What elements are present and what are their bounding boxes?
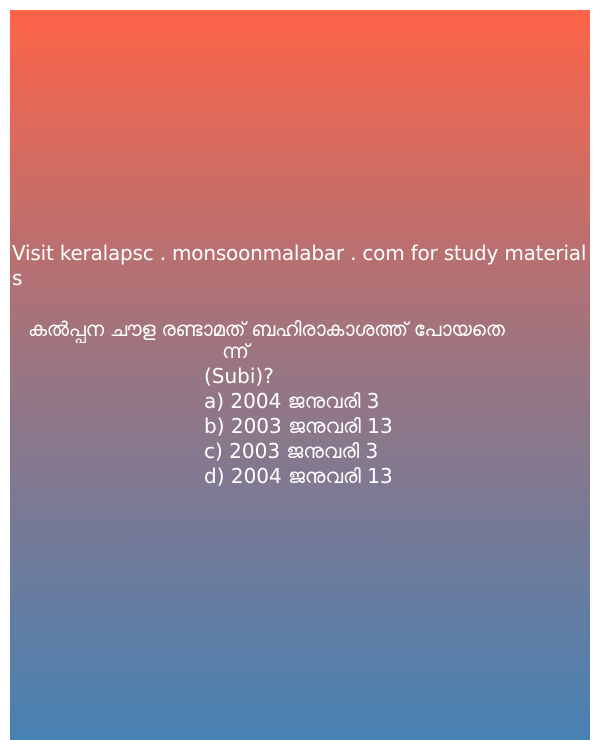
question-card: Visit keralapsc . monsoonmalabar . com f… [10, 10, 590, 740]
question-text: കൽപ്പന ചൗള രണ്ടാമത് ബഹിരാകാശത്ത് പോയതെ ന… [28, 317, 588, 363]
option-d[interactable]: d) 2004 ജനുവരി 13 [204, 464, 393, 488]
answer-block: (Subi)? a) 2004 ജനുവരി 3 b) 2003 ജനുവരി … [204, 364, 393, 489]
option-a[interactable]: a) 2004 ജനുവരി 3 [204, 389, 380, 413]
question-subject: (Subi)? [204, 364, 274, 388]
question-line-2: ന്ന് [222, 339, 249, 363]
option-b[interactable]: b) 2003 ജനുവരി 13 [204, 414, 393, 438]
option-c[interactable]: c) 2003 ജനുവരി 3 [204, 439, 379, 463]
site-notice: Visit keralapsc . monsoonmalabar . com f… [12, 241, 587, 290]
question-line-1: കൽപ്പന ചൗള രണ്ടാമത് ബഹിരാകാശത്ത് പോയതെ [28, 317, 505, 341]
